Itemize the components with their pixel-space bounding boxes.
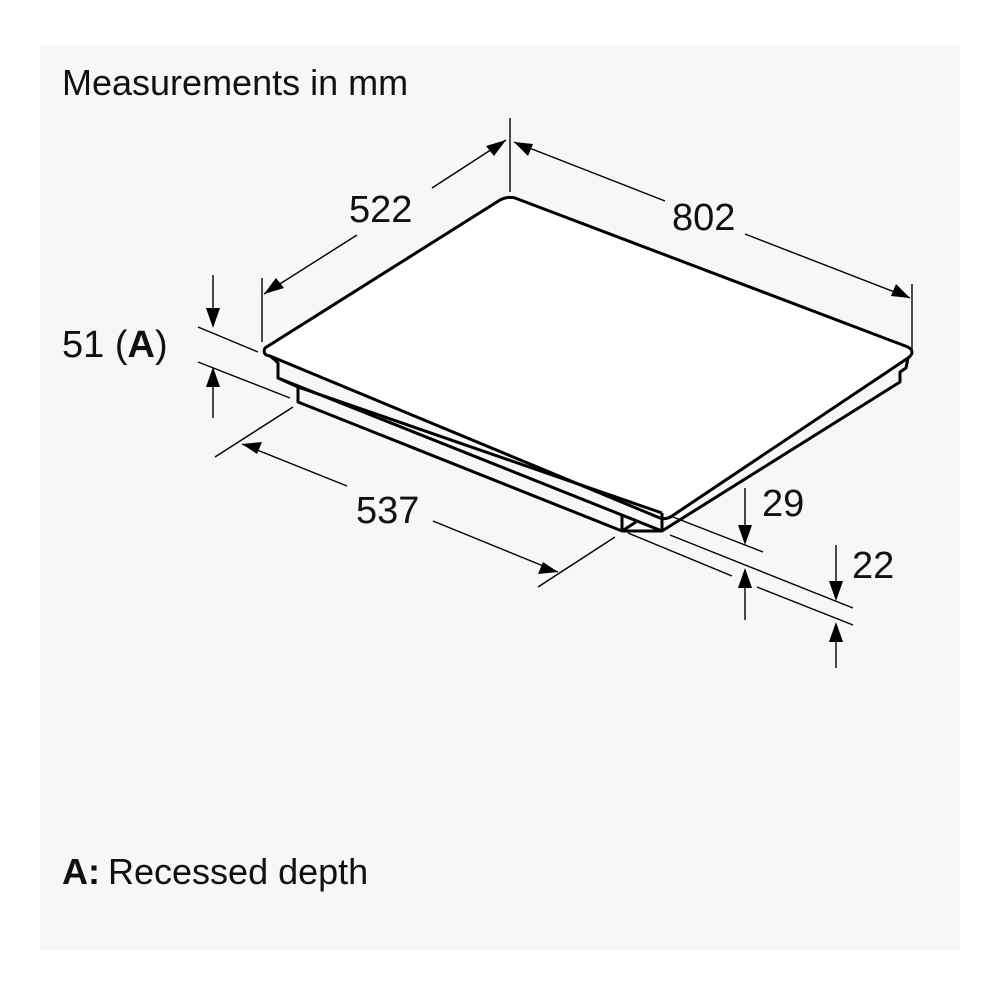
dimension-522-label: 522 <box>349 189 412 231</box>
recess-close: ) <box>155 324 168 366</box>
dimension-29-label: 29 <box>762 483 804 525</box>
dimension-22-label: 22 <box>852 545 894 587</box>
dimension-537-label: 537 <box>356 490 419 532</box>
legend: A:Recessed depth <box>62 851 368 892</box>
dimension-537-lines <box>214 406 616 588</box>
arrowhead-icon <box>738 525 752 588</box>
dimension-522-lines <box>261 118 511 342</box>
arrowhead-icon <box>206 308 220 387</box>
recess-number: 51 ( <box>62 324 128 366</box>
diagram-panel <box>40 45 960 950</box>
legend-text: Recessed depth <box>108 851 368 892</box>
title: Measurements in mm <box>62 62 408 103</box>
recess-letter: A <box>127 324 154 366</box>
arrowhead-icon <box>829 581 843 642</box>
hob-outline <box>262 195 914 533</box>
dimension-802-label: 802 <box>672 197 735 239</box>
legend-key: A: <box>62 851 100 892</box>
dimension-51-lines <box>197 275 291 418</box>
dimension-29-22-lines <box>627 488 854 668</box>
dimension-51-label: 51 (A) <box>62 324 168 366</box>
dimension-802-lines <box>513 141 913 350</box>
